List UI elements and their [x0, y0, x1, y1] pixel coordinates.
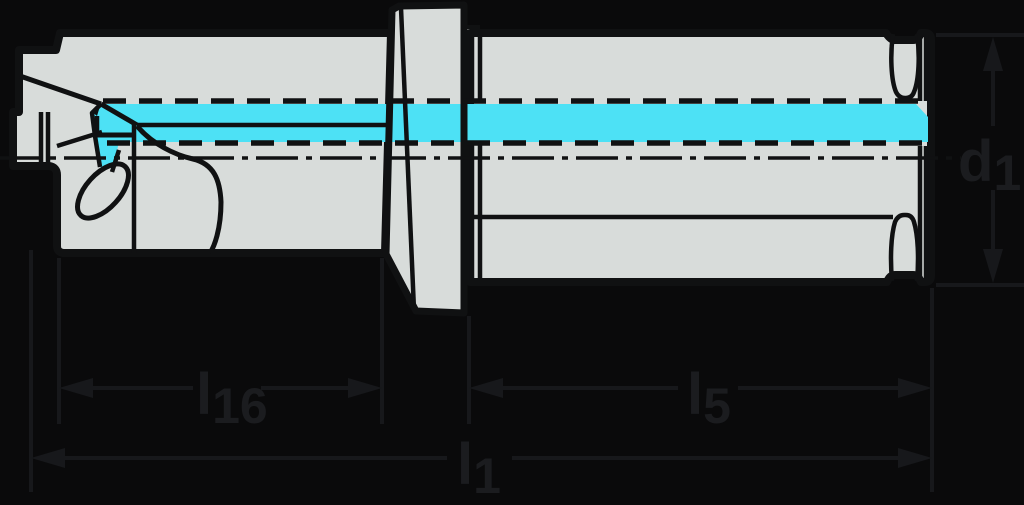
- screw-hole-ellipse: [75, 161, 131, 221]
- dim-label-d1-letter: d: [958, 129, 993, 194]
- dim-label-d1: d1: [958, 129, 1021, 201]
- dim-label-l16-subscript: 16: [212, 378, 268, 434]
- arrowhead-down-icon: [983, 249, 1003, 283]
- flange-outline: [382, 1, 468, 317]
- shank-groove-top: [889, 33, 921, 101]
- dimension-annotations: l16 l5 l1 d1: [29, 33, 1024, 504]
- dimension-l5: l5: [469, 362, 932, 434]
- dimension-l16: l16: [59, 362, 382, 434]
- point-angle-edge: [99, 101, 139, 128]
- cutting-edge-line: [19, 73, 102, 107]
- coolant-funnel-outline: [109, 149, 122, 173]
- shank-body: [466, 29, 935, 286]
- arrowhead-left-icon: [31, 448, 65, 468]
- dim-label-l5-letter: l: [687, 362, 703, 427]
- dim-label-d1-subscript: 1: [993, 145, 1021, 201]
- arrowhead-left-icon: [59, 378, 93, 398]
- shank-groove-bottom: [888, 212, 921, 282]
- chip-flute-curve: [135, 124, 224, 255]
- arrowhead-up-icon: [983, 37, 1003, 71]
- dim-label-l5-subscript: 5: [703, 378, 731, 434]
- coolant-channel: [92, 104, 928, 172]
- arrowhead-right-icon: [898, 448, 932, 468]
- dim-label-l16-letter: l: [196, 362, 212, 427]
- dimension-d1: d1: [958, 37, 1021, 283]
- hidden-coolant-bore: [103, 98, 926, 146]
- dim-label-l16: l16: [196, 362, 268, 434]
- dim-label-l1-subscript: 1: [473, 448, 501, 504]
- arrowhead-right-icon: [898, 378, 932, 398]
- dimension-l1: l1: [31, 432, 932, 504]
- dim-label-l5: l5: [687, 362, 731, 434]
- dim-label-l1: l1: [457, 432, 501, 504]
- arrowhead-right-icon: [348, 378, 382, 398]
- arrowhead-left-icon: [469, 378, 503, 398]
- dim-label-l1-letter: l: [457, 432, 473, 497]
- coolant-funnel-outline: [89, 102, 103, 168]
